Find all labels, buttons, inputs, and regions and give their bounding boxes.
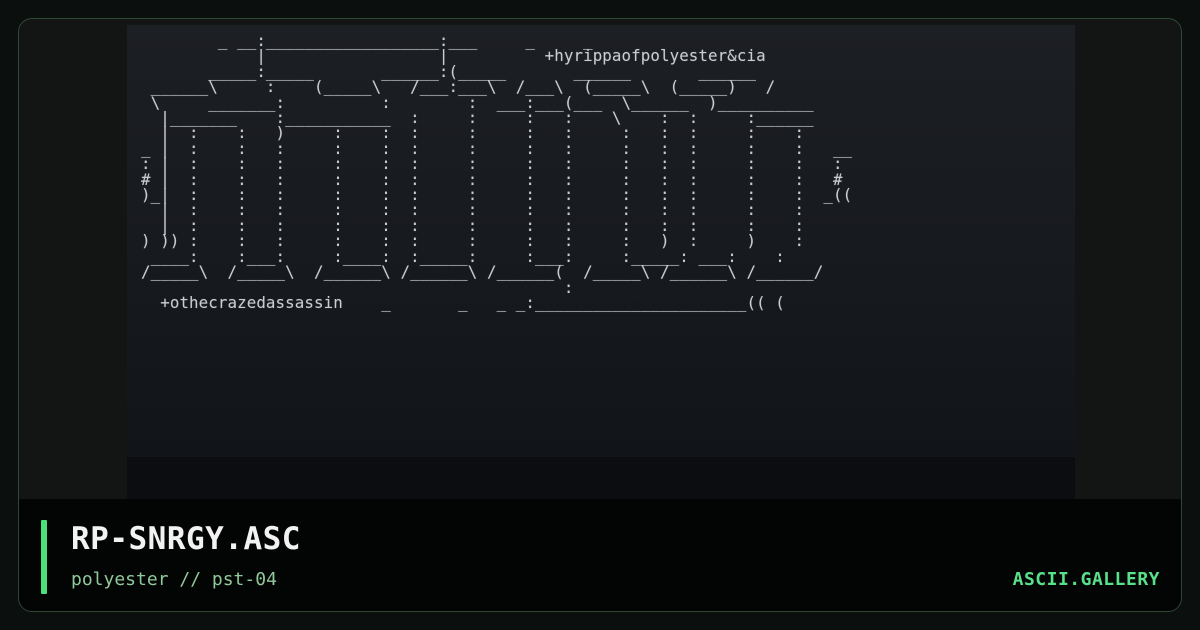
file-subtitle: polyester // pst-04 xyxy=(71,569,277,590)
ascii-art-text: _ __:__________________:___ _ _ | | +hyr… xyxy=(141,31,853,312)
accent-bar xyxy=(41,520,47,594)
info-footer: RP-SNRGY.ASC polyester // pst-04 ASCII.G… xyxy=(19,499,1181,611)
brand-link[interactable]: ASCII.GALLERY xyxy=(1012,569,1160,590)
file-title: RP-SNRGY.ASC xyxy=(71,521,301,557)
artwork-bottom-strip xyxy=(127,457,1075,501)
ascii-artwork: _ __:__________________:___ _ _ | | +hyr… xyxy=(127,25,1075,501)
card-frame: _ __:__________________:___ _ _ | | +hyr… xyxy=(18,18,1182,612)
